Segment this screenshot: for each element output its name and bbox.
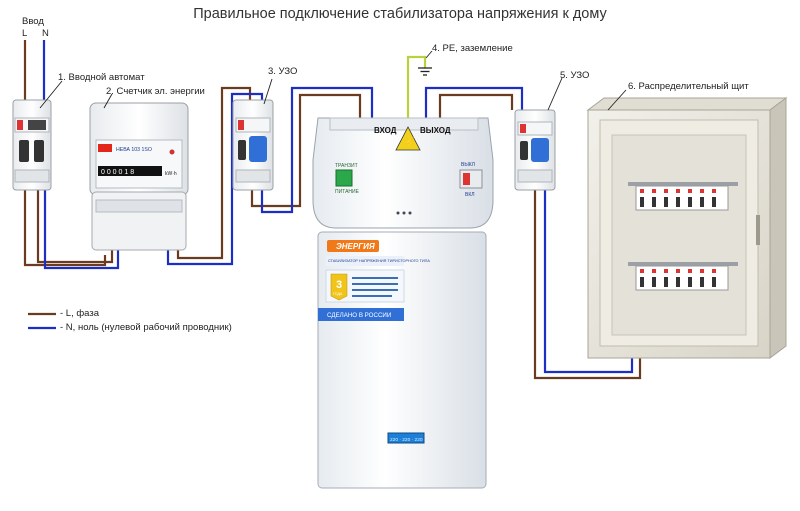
neutral-wires (42, 40, 634, 374)
meter-unit-text: kW·h (165, 171, 177, 177)
neutral-wire-meter-to-rcd1 (166, 92, 264, 266)
rcd1-label: 3. УЗО (268, 66, 298, 77)
legend-neutral-text: - N, ноль (нулевой рабочий проводник) (60, 322, 232, 333)
on-switch-label: ВКЛ (465, 192, 475, 198)
legend-phase-text: - L, фаза (60, 308, 99, 319)
phase-wire-stab-to-rcd2 (438, 93, 514, 118)
phase-wire-rcd1-to-stab (250, 93, 362, 208)
input-label: ВХОД (374, 126, 397, 135)
transit-switch-label: ТРАНЗИТ (335, 163, 358, 169)
phase-wire-meter-to-rcd1 (176, 86, 252, 260)
input-breaker (12, 99, 52, 191)
output-label: ВЫХОД (420, 126, 451, 135)
power-switch-label: ПИТАНИЕ (335, 189, 360, 195)
product-text: СТАБИЛИЗАТОР НАПРЯЖЕНИЯ ТИРИСТОРНОГО ТИП… (328, 259, 430, 263)
ground-symbol (418, 67, 432, 76)
meter-label: 2. Счетчик эл. энергии (106, 86, 205, 97)
ground-wire (406, 55, 427, 118)
phase-wire-rcd2-to-panel (533, 190, 642, 380)
panel-breaker-row-1 (635, 185, 729, 211)
neutral-wire-stab-to-rcd2 (424, 86, 524, 118)
off-switch-label: ВЫКЛ (461, 162, 475, 168)
rcd2-label: 5. УЗО (560, 70, 590, 81)
neutral-wire-rcd2-to-panel (543, 190, 634, 374)
rcd-2 (514, 109, 556, 191)
input-label-text: Ввод (22, 16, 44, 27)
electricity-meter: НЕВА 103 1SO 0 0 0 0 1 8 kW·h (89, 102, 189, 251)
neutral-wire-rcd1-to-stab (260, 86, 374, 214)
svg-text:⚡: ⚡ (404, 136, 416, 149)
panel-breaker-row-2 (635, 265, 729, 291)
neutral-wire-breaker-to-meter (43, 190, 120, 270)
meter-reading-text: 0 0 0 0 1 8 (101, 169, 134, 176)
diagram-title: Правильное подключение стабилизатора нап… (193, 6, 607, 22)
distribution-panel (586, 97, 788, 359)
phase-wire-breaker-to-meter (36, 190, 114, 264)
warranty-sub: ГОДА (333, 292, 343, 296)
breaker-label: 1. Вводной автомат (58, 72, 145, 83)
ground-label: 4. PE, заземление (432, 43, 513, 54)
rcd-1 (232, 99, 274, 191)
brand-text: ЭНЕРГИЯ (336, 242, 375, 251)
made-in-russia: СДЕЛАНО В РОССИИ (327, 312, 391, 319)
panel-label: 6. Распределительный щит (628, 81, 749, 92)
leader-lines (39, 50, 627, 111)
warranty-number: 3 (336, 279, 342, 291)
stabilizer-body: ЭНЕРГИЯ СТАБИЛИЗАТОР НАПРЯЖЕНИЯ ТИРИСТОР… (317, 231, 487, 489)
legend (28, 312, 56, 330)
meter-model-text: НЕВА 103 1SO (116, 147, 152, 153)
stabilizer-terminal-block: ⚡ ВХОД ВЫХОД ТРАНЗИТ ПИТАНИЕ ВЫКЛ ВКЛ (312, 117, 494, 229)
voltage-display: 220 · 220 · 220 (390, 437, 423, 443)
input-neutral-label: N (42, 28, 49, 39)
input-phase-label: L (22, 28, 28, 39)
